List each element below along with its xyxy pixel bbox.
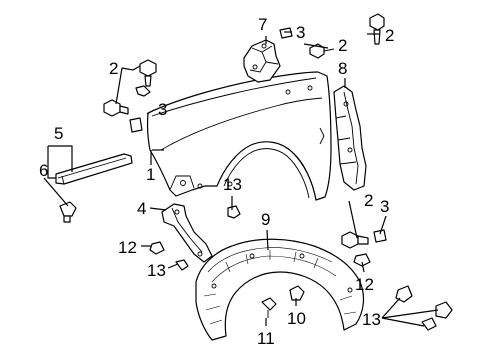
callout-2-upper: 2	[338, 36, 347, 55]
callout-8: 8	[338, 59, 347, 78]
fastener-nut-left	[135, 85, 151, 97]
fastener-clip-13-right-b	[435, 301, 453, 319]
side-bracket	[161, 203, 213, 263]
callout-12-left: 12	[118, 238, 137, 257]
leader-lines	[43, 31, 439, 327]
fastener-bolt-right	[341, 231, 369, 249]
fender-moulding	[55, 153, 133, 185]
callout-labels: 1 2 2 2 2 3 3 3 4 5 6 7 8 9 10 11 12 12 …	[39, 15, 394, 348]
callout-13-mid: 13	[223, 175, 242, 194]
fender-liner	[195, 238, 365, 341]
callout-3-right: 3	[380, 197, 389, 216]
fastener-nut-7	[279, 27, 293, 39]
callout-9: 9	[261, 210, 270, 229]
callout-13-right: 13	[362, 310, 381, 329]
fastener-clip-13-mid	[227, 205, 241, 219]
fastener-bolt-left-a	[139, 59, 157, 87]
callout-3-left: 3	[158, 100, 167, 119]
fastener-screw-11	[261, 297, 277, 318]
callout-2-left: 2	[109, 59, 118, 78]
rear-bracket	[333, 85, 367, 191]
callout-5: 5	[54, 124, 63, 143]
callout-7: 7	[258, 15, 267, 34]
callout-11: 11	[257, 329, 275, 348]
fastener-clip-12-right	[353, 253, 371, 267]
fastener-clip-10	[289, 285, 305, 301]
fastener-clip-6	[59, 201, 77, 223]
callout-1: 1	[146, 165, 155, 184]
fastener-bolt-upper	[309, 43, 335, 59]
fender-panel	[147, 71, 332, 201]
upper-bracket	[243, 39, 281, 83]
fastener-nut-right	[373, 229, 387, 243]
callout-3-upper: 3	[296, 23, 305, 42]
fastener-screw-13-right	[421, 317, 437, 331]
callout-2-right: 2	[364, 191, 373, 210]
callout-13-left: 13	[147, 261, 166, 280]
callout-12-right: 12	[355, 275, 374, 294]
callout-6: 6	[39, 161, 48, 180]
callout-10: 10	[287, 309, 306, 328]
fastener-bolt-top-right	[369, 13, 385, 45]
callout-4: 4	[137, 199, 146, 218]
callout-2-top-right: 2	[385, 26, 394, 45]
fastener-screw-13-left	[175, 259, 189, 271]
fastener-clip-12-left	[149, 241, 165, 255]
fastener-clip-left	[129, 117, 143, 133]
